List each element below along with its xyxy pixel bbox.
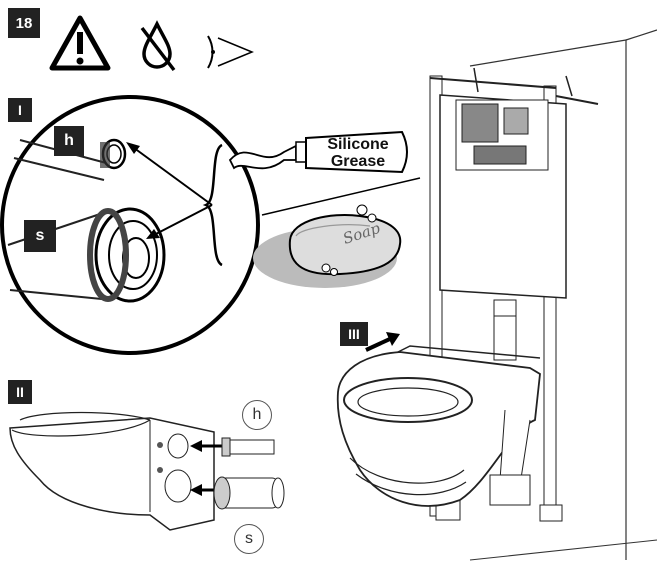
warning-triangle-icon <box>49 15 111 71</box>
label-s-panel-II-text: s <box>245 530 253 547</box>
panel-label-III-text: III <box>348 326 360 342</box>
grease-line-2: Grease <box>330 153 386 170</box>
bracket <box>202 143 223 267</box>
label-h-text: h <box>64 132 74 149</box>
label-s-text: s <box>35 227 45 244</box>
visual-inspection-icon <box>207 35 254 69</box>
silicone-grease-tube <box>228 130 408 174</box>
label-s-panel-II: s <box>234 524 264 554</box>
label-h-panel-II: h <box>242 400 272 430</box>
silicone-grease-label: Silicone Grease <box>312 136 404 170</box>
label-s-circle-I: s <box>24 220 56 252</box>
label-h-circle-I: h <box>54 126 84 156</box>
panel-label-I: I <box>8 98 32 122</box>
panel-label-I-text: I <box>18 102 22 118</box>
pointer-line <box>261 177 421 216</box>
no-water-icon <box>140 20 176 72</box>
step-number: 18 <box>15 14 33 32</box>
wall-hung-toilet <box>336 332 541 507</box>
toilet-side-view <box>9 411 285 531</box>
panel-label-II-text: II <box>16 384 24 400</box>
step-number-badge: 18 <box>8 8 40 38</box>
soap-bar: Soap <box>253 204 402 288</box>
detail-circle-I <box>0 95 260 355</box>
label-h-panel-II-text: h <box>252 406 262 423</box>
panel-label-III: III <box>340 322 368 346</box>
grease-line-1: Silicone <box>327 136 389 153</box>
panel-label-II: II <box>8 380 32 404</box>
